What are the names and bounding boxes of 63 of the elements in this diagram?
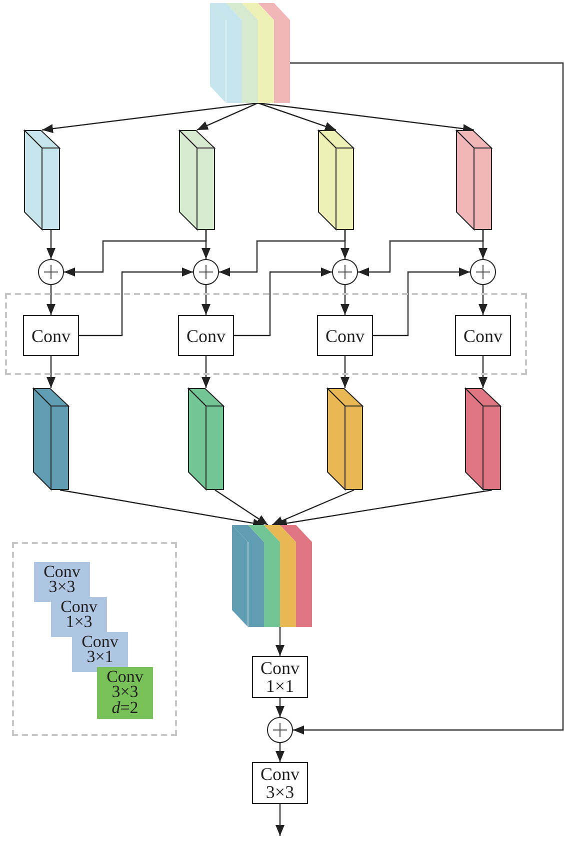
arrow — [46, 356, 56, 388]
feature-map-drawing — [465, 388, 501, 490]
arrow — [258, 102, 336, 131]
arrow — [79, 268, 193, 336]
feature-map-drawing — [188, 388, 224, 490]
arrow — [64, 230, 207, 276]
feature-stack-drawing — [210, 3, 290, 103]
conv-label: Conv — [324, 326, 366, 344]
feature-map-drawing — [24, 130, 60, 230]
conv-label: Conv — [185, 326, 226, 344]
adder-circle — [267, 717, 293, 743]
conv-legend-label: Conv 3×3 d=2 — [106, 669, 144, 715]
arrow — [290, 62, 564, 734]
arrow — [234, 268, 332, 336]
conv-legend-label: Conv 1×3 — [60, 599, 98, 630]
feature-map-drawing — [456, 130, 492, 230]
adder-circle — [193, 259, 219, 285]
dashed-group-frame — [12, 542, 177, 736]
conv-label: Conv — [30, 326, 72, 344]
conv-box — [317, 315, 373, 356]
feature-map-drawing — [179, 130, 215, 230]
arrow — [358, 230, 484, 276]
arrow — [46, 230, 56, 259]
conv-legend-label: Conv 3×3 — [42, 564, 82, 595]
arrow — [276, 627, 284, 656]
conv-box — [252, 762, 308, 804]
conv-label: Conv 1×1 — [259, 659, 300, 695]
conv-box — [23, 315, 79, 356]
arrow — [46, 285, 56, 315]
arrow — [60, 489, 264, 528]
adder-circle — [38, 259, 64, 285]
feature-map-drawing — [318, 130, 354, 230]
conv-legend-label: Conv 3×1 — [80, 634, 120, 665]
arrow — [276, 698, 284, 717]
arrow — [258, 102, 474, 134]
arrow — [272, 489, 354, 526]
arrow — [478, 356, 488, 388]
conv-label: Conv 3×3 — [259, 765, 300, 801]
feature-map-drawing — [33, 388, 69, 490]
feature-stack-drawing — [232, 525, 312, 627]
conv-box — [455, 315, 511, 356]
arrow — [276, 804, 284, 836]
conv-label: Conv — [462, 326, 504, 344]
arrow — [276, 489, 492, 528]
arrow — [202, 356, 210, 388]
adder-circle — [470, 259, 496, 285]
conv-box — [178, 315, 234, 356]
adder-circle — [332, 259, 358, 285]
arrow — [340, 356, 350, 388]
dashed-group-frame — [5, 293, 527, 375]
arrow — [214, 490, 268, 526]
conv-legend-block — [97, 667, 153, 719]
arrow — [340, 285, 350, 315]
conv-box — [252, 656, 308, 698]
arrow — [196, 102, 258, 131]
arrow — [202, 285, 210, 315]
arrow — [276, 743, 284, 762]
arrow — [219, 230, 346, 276]
arrow — [373, 268, 470, 336]
feature-map-drawing — [327, 388, 363, 490]
arrow — [478, 285, 488, 315]
arrow — [42, 102, 258, 134]
conv-legend-block — [34, 562, 90, 602]
